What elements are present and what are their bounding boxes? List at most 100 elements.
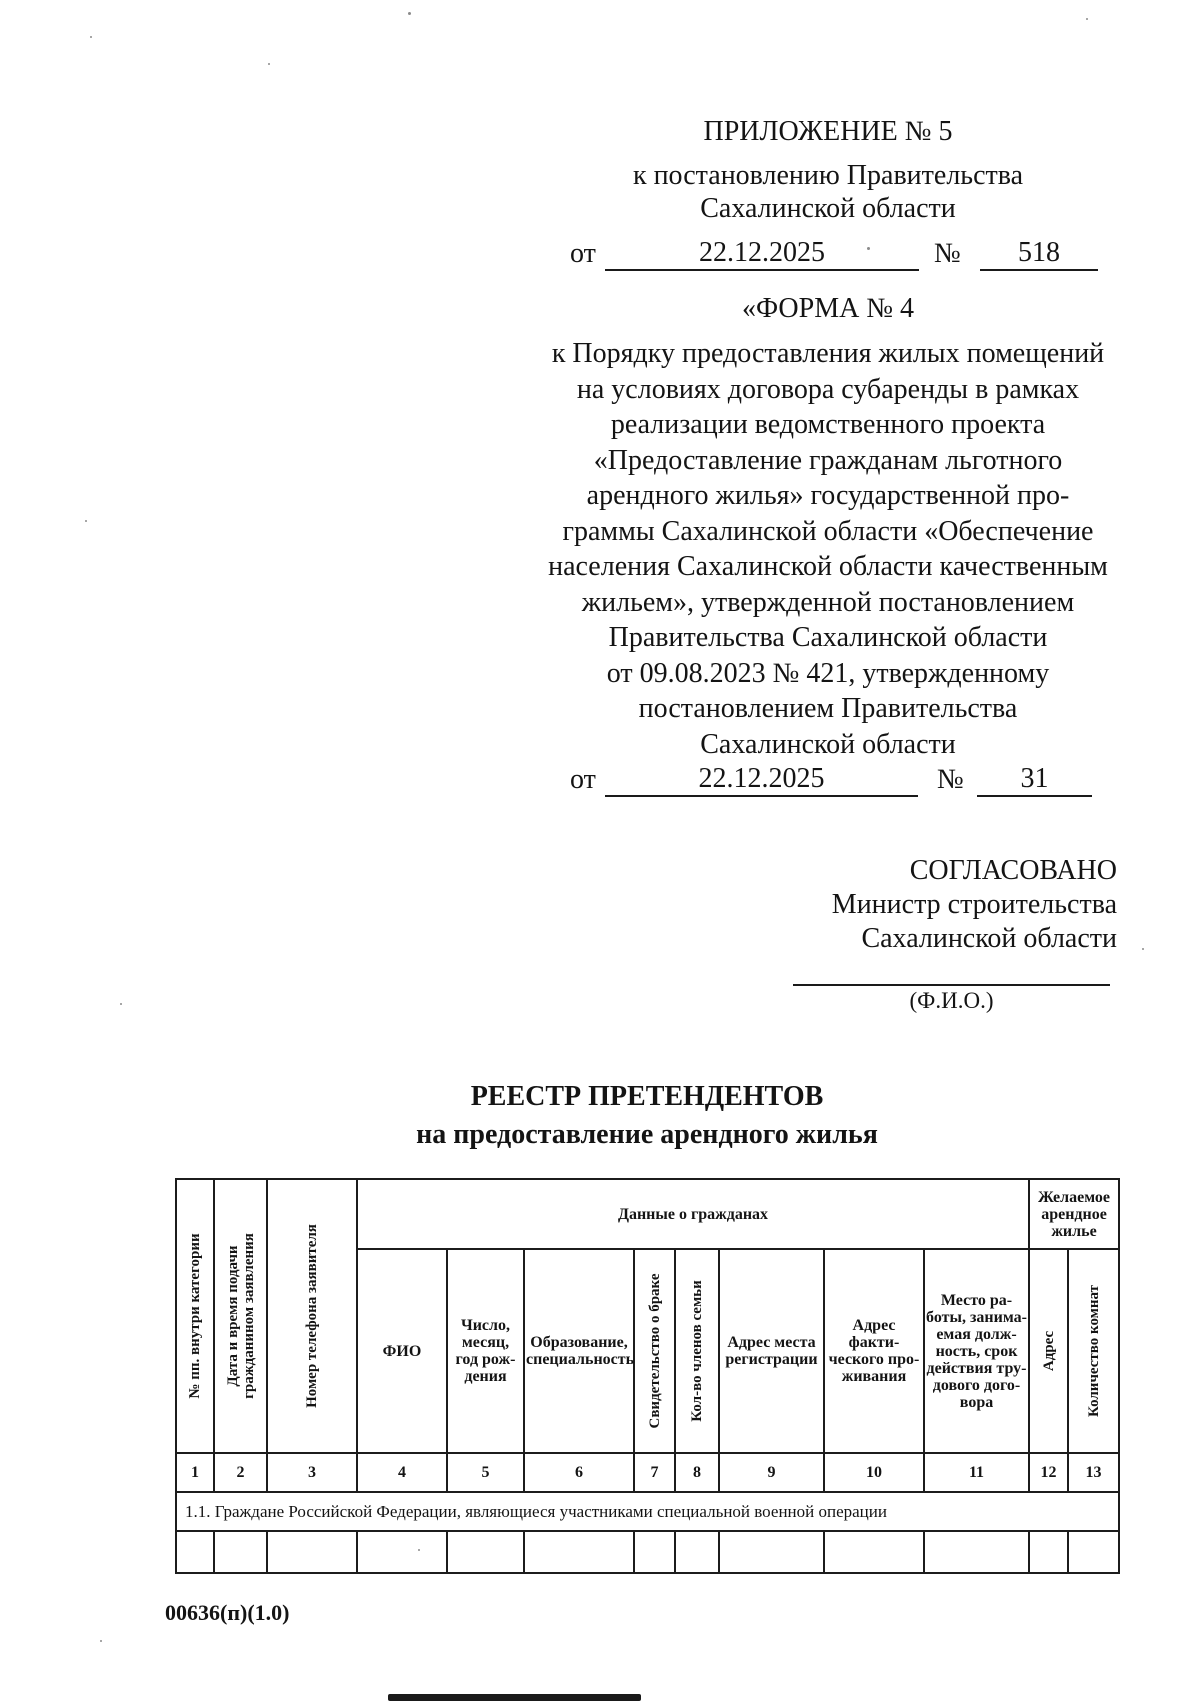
col-header-marriage-certificate: Свидетельство о браке bbox=[633, 1248, 676, 1454]
col-header-rooms-count-label: Количество комнат bbox=[1085, 1284, 1102, 1418]
scan-speck bbox=[268, 63, 270, 65]
col-header-birth-date: Число, месяц, год рож- дения bbox=[446, 1248, 525, 1454]
column-number: 13 bbox=[1066, 1452, 1121, 1493]
signature-line bbox=[793, 952, 1110, 986]
empty-cell bbox=[1028, 1530, 1069, 1574]
column-number: 6 bbox=[523, 1452, 635, 1493]
form-date-prefix: от bbox=[570, 764, 596, 795]
col-header-application-datetime-label: Дата и время подачи гражданином заявлени… bbox=[224, 1233, 257, 1399]
scan-speck bbox=[85, 520, 87, 522]
col-header-family-members: Кол-во членов семьи bbox=[674, 1248, 720, 1454]
col-header-education: Образование, специальность bbox=[523, 1248, 635, 1454]
col-header-actual-address: Адрес факти- ческого про- живания bbox=[823, 1248, 925, 1454]
empty-cell bbox=[823, 1530, 925, 1574]
empty-cell bbox=[523, 1530, 635, 1574]
form-line: постановлением Правительства bbox=[638, 693, 1018, 724]
category-section-row: 1.1. Граждане Российской Федерации, явля… bbox=[174, 1491, 1121, 1532]
approval-line-1: Министр строительства bbox=[831, 889, 1117, 920]
approval-title: СОГЛАСОВАНО bbox=[909, 855, 1117, 886]
scan-speck bbox=[867, 247, 870, 250]
col-header-phone: Номер телефона заявителя bbox=[266, 1178, 358, 1454]
group-header-citizen-data: Данные о гражданах bbox=[356, 1178, 1030, 1250]
empty-cell bbox=[266, 1530, 358, 1574]
form-date-value: 22.12.2025 bbox=[698, 763, 825, 794]
form-line: на условиях договора субаренды в рамках bbox=[576, 373, 1080, 405]
form-date-field: 22.12.2025 bbox=[605, 763, 918, 797]
scan-smudge bbox=[388, 1694, 641, 1701]
appendix-date-field: 22.12.2025 bbox=[605, 237, 919, 271]
form-line: «Предоставление гражданам льготного bbox=[593, 444, 1063, 476]
col-header-desired-address-label: Адрес bbox=[1040, 1330, 1057, 1372]
registry-subtitle: на предоставление арендного жилья bbox=[416, 1119, 878, 1150]
empty-cell bbox=[175, 1530, 215, 1574]
document-code: 00636(п)(1.0) bbox=[165, 1600, 290, 1625]
column-number: 3 bbox=[266, 1452, 358, 1493]
column-number: 7 bbox=[633, 1452, 676, 1493]
form-number-field: 31 bbox=[977, 763, 1092, 797]
column-number: 5 bbox=[446, 1452, 525, 1493]
col-header-rooms-count: Количество комнат bbox=[1066, 1248, 1121, 1454]
col-header-row-number: № пп. внутри категории bbox=[175, 1178, 215, 1454]
appendix-number-sign: № bbox=[934, 238, 961, 269]
appendix-date-value: 22.12.2025 bbox=[699, 237, 825, 268]
column-number: 12 bbox=[1028, 1452, 1069, 1493]
appendix-line-1: к постановлению Правительства bbox=[632, 160, 1024, 191]
group-header-desired-housing: Желаемое арендное жилье bbox=[1027, 1178, 1121, 1250]
fio-caption: (Ф.И.О.) bbox=[909, 988, 994, 1013]
appendix-title: ПРИЛОЖЕНИЕ № 5 bbox=[703, 116, 953, 147]
scan-speck bbox=[120, 1003, 122, 1005]
scan-speck bbox=[90, 36, 92, 38]
col-header-fio: ФИО bbox=[356, 1248, 448, 1454]
col-header-registration-address: Адрес места регистрации bbox=[718, 1248, 825, 1454]
approval-line-2: Сахалинской области bbox=[861, 923, 1117, 954]
empty-cell bbox=[923, 1530, 1030, 1574]
scan-speck bbox=[1086, 18, 1088, 20]
empty-cell bbox=[718, 1530, 825, 1574]
empty-cell bbox=[674, 1530, 720, 1574]
appendix-line-2: Сахалинской области bbox=[700, 193, 956, 224]
appendix-date-prefix: от bbox=[570, 238, 596, 269]
form-number-sign: № bbox=[937, 764, 964, 795]
column-number: 11 bbox=[923, 1452, 1030, 1493]
col-header-phone-label: Номер телефона заявителя bbox=[304, 1224, 320, 1408]
col-header-desired-address: Адрес bbox=[1028, 1248, 1069, 1454]
column-number: 2 bbox=[213, 1452, 268, 1493]
registry-table: № пп. внутри категории Дата и время пода… bbox=[174, 1178, 1121, 1574]
form-title: «ФОРМА № 4 bbox=[741, 293, 915, 324]
column-number: 4 bbox=[356, 1452, 448, 1493]
empty-cell bbox=[356, 1530, 448, 1574]
form-line: жильем», утвержденной постановлением bbox=[581, 586, 1075, 618]
column-numbers-row: 1 2 3 4 5 6 7 8 9 10 11 12 13 bbox=[175, 1452, 1121, 1493]
form-description: к Порядку предоставления жилых помещений… bbox=[524, 336, 1132, 762]
form-line: граммы Сахалинской области «Обеспечение bbox=[562, 515, 1094, 547]
form-line: к Порядку предоставления жилых помещений bbox=[551, 338, 1105, 369]
column-number: 1 bbox=[175, 1452, 215, 1493]
empty-cell bbox=[1066, 1530, 1121, 1574]
scan-speck bbox=[100, 1640, 102, 1642]
col-header-workplace: Место ра- боты, занима- емая долж- ность… bbox=[923, 1248, 1030, 1454]
form-line: арендного жилья» государственной про- bbox=[586, 480, 1070, 511]
empty-cell bbox=[633, 1530, 676, 1574]
form-line: населения Сахалинской области качественн… bbox=[548, 551, 1108, 582]
col-header-marriage-certificate-label: Свидетельство о браке bbox=[646, 1273, 663, 1429]
approval-block: СОГЛАСОВАНО Министр строительства Сахали… bbox=[600, 854, 1117, 956]
form-line: Сахалинской области bbox=[700, 728, 956, 760]
form-line: Правительства Сахалинской области bbox=[608, 622, 1048, 653]
scan-speck bbox=[408, 12, 411, 15]
appendix-number-value: 518 bbox=[1018, 237, 1060, 268]
col-header-row-number-label: № пп. внутри категории bbox=[187, 1233, 203, 1399]
form-line: от 09.08.2023 № 421, утвержденному bbox=[606, 657, 1050, 689]
empty-data-row bbox=[175, 1530, 1121, 1574]
col-header-application-datetime: Дата и время подачи гражданином заявлени… bbox=[213, 1178, 268, 1454]
empty-cell bbox=[213, 1530, 268, 1574]
column-number: 10 bbox=[823, 1452, 925, 1493]
registry-title: РЕЕСТР ПРЕТЕНДЕНТОВ bbox=[470, 1081, 824, 1112]
form-line: реализации ведомственного проекта bbox=[610, 409, 1046, 440]
col-header-family-members-label: Кол-во членов семьи bbox=[689, 1280, 705, 1422]
column-number: 8 bbox=[674, 1452, 720, 1493]
column-number: 9 bbox=[718, 1452, 825, 1493]
appendix-number-field: 518 bbox=[980, 237, 1098, 271]
empty-cell bbox=[446, 1530, 525, 1574]
scan-speck bbox=[1142, 948, 1144, 950]
